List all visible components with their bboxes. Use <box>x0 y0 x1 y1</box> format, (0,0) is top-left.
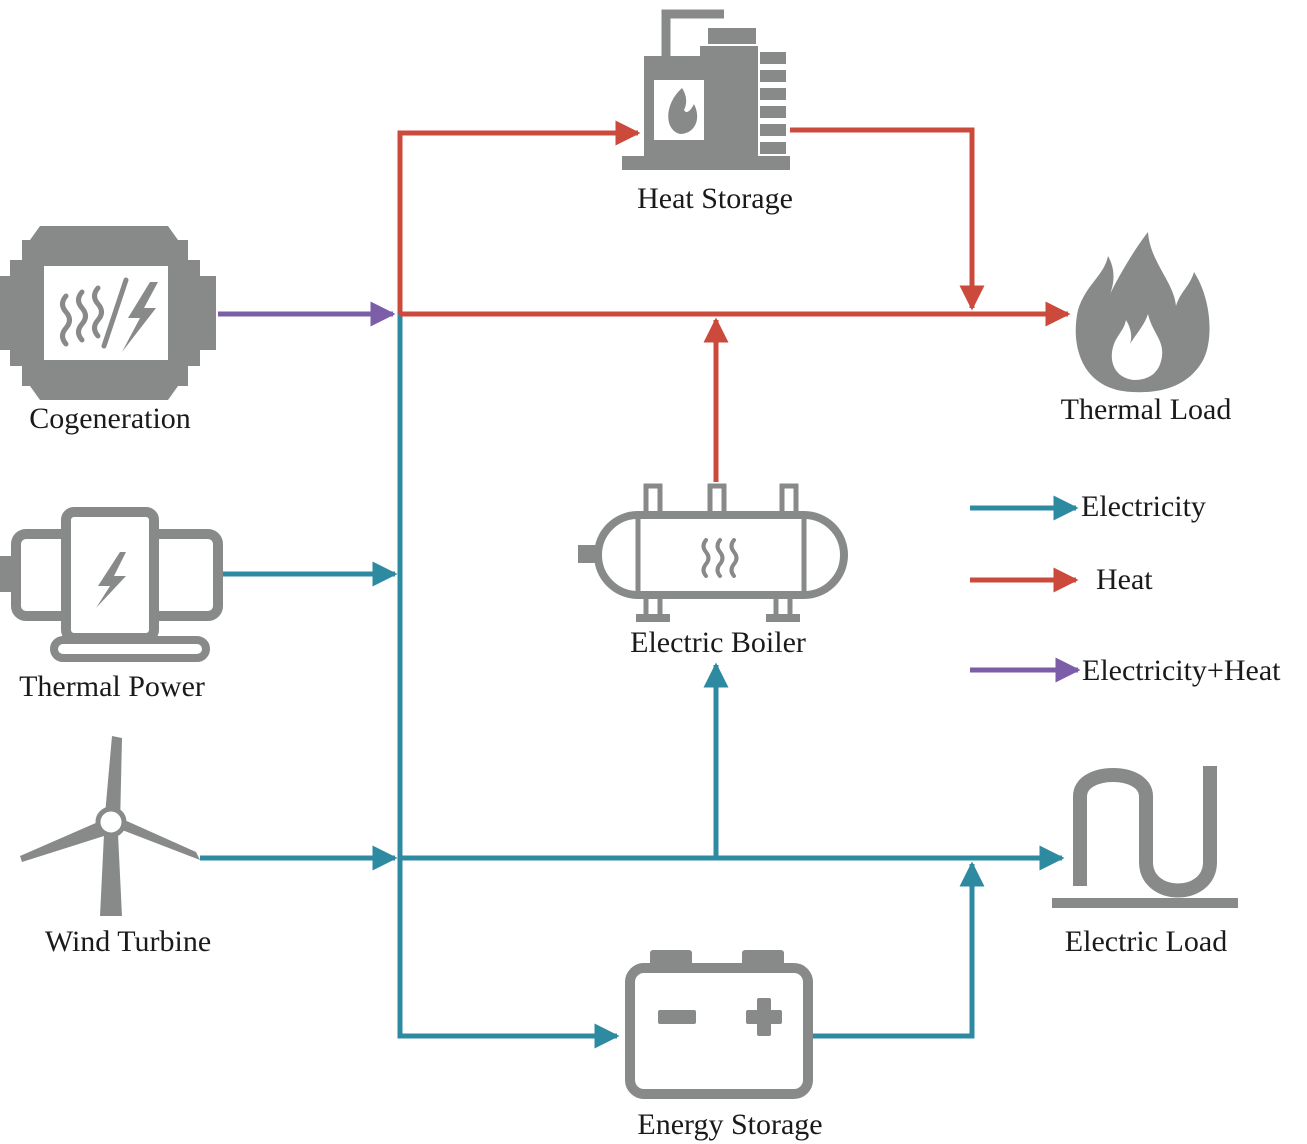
electric-boiler-icon <box>578 483 848 622</box>
cogeneration-icon <box>0 226 216 400</box>
wind-turbine-icon <box>20 736 200 916</box>
electric-boiler-label: Electric Boiler <box>630 626 806 659</box>
legend-heat-label: Heat <box>1096 563 1153 596</box>
energy-storage-to-load-arrow <box>810 861 985 1039</box>
cogeneration-label: Cogeneration <box>29 402 191 435</box>
energy-storage-label: Energy Storage <box>637 1108 823 1141</box>
heat-storage-label: Heat Storage <box>637 182 793 215</box>
electric-load-label: Electric Load <box>1064 925 1228 958</box>
legend-combined-label: Electricity+Heat <box>1082 654 1281 687</box>
battery-icon <box>625 950 813 1099</box>
thermal-power-label: Thermal Power <box>19 670 205 703</box>
heat-flows <box>397 120 1071 482</box>
heat-bus-to-heat-storage-arrow <box>397 120 641 314</box>
flame-icon <box>1075 232 1210 393</box>
main-electric-bus <box>397 314 620 1049</box>
legend-swatches <box>970 495 1081 683</box>
legend-electricity-label: Electricity <box>1081 490 1206 523</box>
electricity-flows <box>200 314 1065 1049</box>
heat-storage-to-thermal-load-arrow <box>790 127 985 311</box>
electric-load-icon <box>1052 766 1238 908</box>
heat-storage-icon <box>622 9 790 170</box>
thermal-load-label: Thermal Load <box>1060 393 1232 426</box>
wind-turbine-label: Wind Turbine <box>44 925 212 958</box>
thermal-power-icon <box>0 507 223 662</box>
